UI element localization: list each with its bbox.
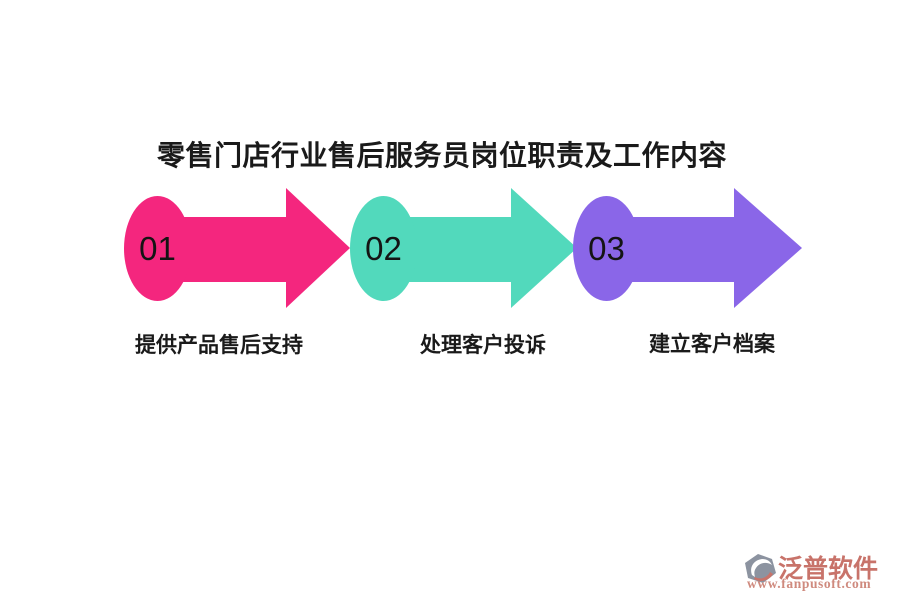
- page-title: 零售门店行业售后服务员岗位职责及工作内容: [156, 140, 727, 171]
- step-label-3: 建立客户档案: [649, 333, 775, 356]
- arrow-head-icon: [286, 188, 350, 308]
- step-circle: 03: [573, 196, 640, 301]
- watermark-url: www.fanpusoft.com: [747, 576, 872, 591]
- step-label-1: 提供产品售后支持: [135, 334, 303, 357]
- step-circle: 02: [350, 196, 417, 301]
- step-number: 03: [588, 229, 625, 267]
- step-label-2: 处理客户投诉: [420, 334, 546, 357]
- watermark-brand: 泛普软件: [778, 555, 879, 583]
- arrow-head-icon: [734, 188, 802, 308]
- fanpu-logo-icon: [745, 554, 776, 583]
- arrow-head-icon: [511, 188, 577, 308]
- step-number: 01: [139, 229, 176, 267]
- step-circle: 01: [124, 196, 191, 301]
- step-number: 02: [365, 229, 402, 267]
